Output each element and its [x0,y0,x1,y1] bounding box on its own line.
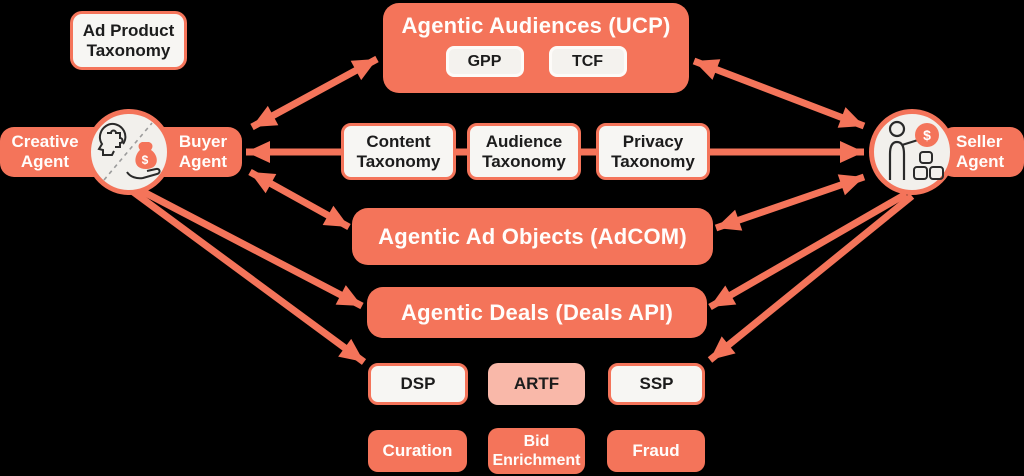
agentic-audiences-children: GPP TCF [445,46,627,77]
buyer-agent-circle: $ [86,109,172,195]
bid-enrichment-line2: Enrichment [492,452,581,469]
arrow-seller-ssp [707,193,915,363]
audience-taxonomy-line2: Taxonomy [482,151,566,171]
node-fraud: Fraud [607,430,705,472]
node-dsp: DSP [368,363,468,405]
creative-agent-line1: Creative [11,132,79,151]
buyer-agent-line2: Agent [178,152,228,171]
node-gpp: GPP [445,46,524,77]
node-agentic-audiences: Agentic Audiences (UCP) GPP TCF [383,3,689,93]
creative-agent-label: Creative Agent [2,132,88,172]
ad-product-taxonomy-label-line2: Taxonomy [86,40,171,60]
node-privacy-taxonomy: Privacy Taxonomy [596,123,710,180]
seller-agent-label: Seller Agent [956,132,1020,172]
node-ssp: SSP [608,363,705,405]
node-tcf: TCF [548,46,627,77]
money-bag-icon: $ [126,142,161,180]
node-curation: Curation [368,430,467,472]
person-icon [888,120,919,180]
privacy-taxonomy-line1: Privacy [622,131,684,151]
creative-buyer-icon: $ [97,122,161,181]
arrow-buyer-dsp [129,188,367,365]
node-content-taxonomy: Content Taxonomy [341,123,456,180]
arrow-buyer-deals [134,184,364,310]
seller-agent-circle: $ [869,109,955,195]
node-agentic-ad-objects: Agentic Ad Objects (AdCOM) [352,208,713,265]
seller-money-symbol: $ [923,127,931,143]
content-taxonomy-line2: Taxonomy [356,151,441,171]
buyer-agent-line1: Buyer [178,132,228,151]
creative-agent-line2: Agent [20,152,70,171]
ad-product-taxonomy-label-line1: Ad Product [82,20,175,40]
node-agentic-deals: Agentic Deals (Deals API) [367,287,707,338]
arrow-buyer-audiences [250,55,379,131]
privacy-taxonomy-line2: Taxonomy [611,151,695,171]
buyer-agent-label: Buyer Agent [162,132,244,172]
agentic-audiences-title: Agentic Audiences (UCP) [401,13,671,38]
node-ad-product-taxonomy: Ad Product Taxonomy [70,11,187,70]
arrow-audiences-seller [692,57,866,130]
audience-taxonomy-line1: Audience [485,131,563,151]
seller-agent-line1: Seller [956,132,1003,151]
arrow-adobjects-seller [714,173,866,232]
hand-icon [126,167,161,180]
puzzle-head-icon [97,122,127,156]
seller-agent-line2: Agent [956,152,1005,171]
buyer-money-symbol: $ [142,153,149,167]
inventory-blocks-icon [913,151,944,180]
arrow-buyer-adobjects [248,168,351,231]
seller-icon: $ [888,120,944,180]
bid-enrichment-line1: Bid [523,433,550,450]
node-artf: ARTF [488,363,585,405]
seller-money-icon: $ [915,123,939,147]
arrow-seller-deals [708,190,908,311]
content-taxonomy-line1: Content [366,131,431,151]
node-audience-taxonomy: Audience Taxonomy [467,123,581,180]
node-bid-enrichment: Bid Enrichment [488,428,585,474]
